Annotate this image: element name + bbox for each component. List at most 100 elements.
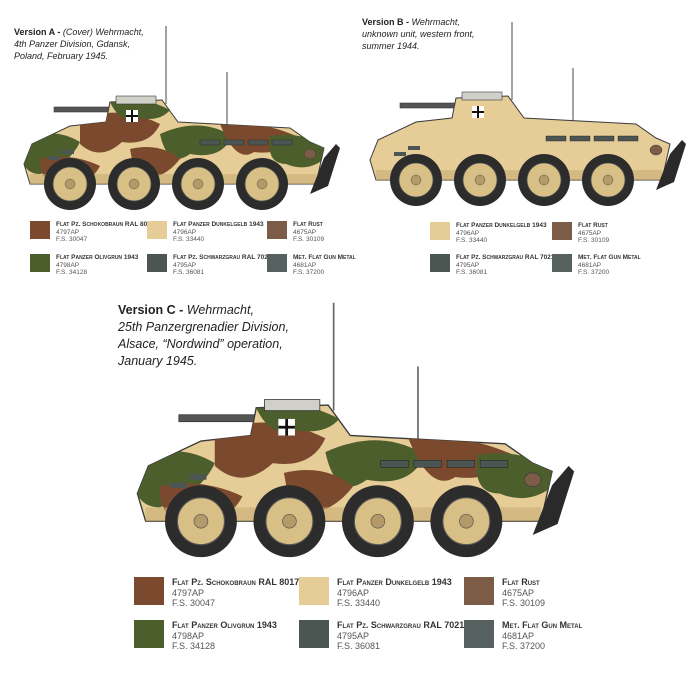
version-a-caption-line: 4th Panzer Division, Gdansk,	[14, 39, 131, 49]
gun-barrel	[399, 102, 461, 109]
color-swatch	[267, 254, 287, 272]
swatch-code: 4681AP	[293, 261, 317, 269]
vision-slit	[62, 150, 74, 154]
version-b-caption-line: unknown unit, western front,	[362, 29, 475, 39]
color-swatch	[430, 222, 450, 240]
camo-patch	[110, 100, 170, 120]
swatch-code: 4796AP	[173, 228, 197, 236]
wheel-center	[128, 178, 140, 190]
swatch-name: Flat Pz. Schokobraun RAL 8017	[56, 221, 155, 228]
swatch-code: 4681AP	[502, 630, 535, 641]
swatch-fs: F.S. 33440	[173, 236, 205, 243]
wheel-center	[410, 174, 422, 186]
color-swatch	[430, 254, 450, 272]
swatch-fs: F.S. 30047	[56, 236, 88, 243]
version-a-caption: Version A - (Cover) Wehrmacht, 4th Panze…	[14, 26, 144, 62]
swatch-name: Met. Flat Gun Metal	[293, 254, 356, 261]
camo-patch	[325, 440, 425, 487]
swatch-name: Flat Rust	[293, 221, 323, 228]
color-swatch	[147, 254, 167, 272]
wheel-center	[602, 174, 614, 186]
camo-patch	[24, 133, 80, 174]
version-a-caption-line: Poland, February 1945.	[14, 51, 109, 61]
version-a-vehicle-profile	[23, 26, 340, 210]
swatch-fs: F.S. 36081	[337, 641, 381, 651]
swatch-name: Flat Pz. Schokobraun RAL 8017	[172, 577, 300, 587]
front-mudguard	[532, 465, 575, 536]
swatch-fs: F.S. 37200	[578, 269, 610, 276]
balkenkreuz-insignia	[126, 115, 138, 117]
vision-slit	[189, 474, 207, 480]
version-c-caption-line: 25th Panzergrenadier Division,	[118, 320, 289, 334]
turret-hatch	[264, 399, 321, 412]
vision-slit	[223, 139, 245, 146]
version-b-caption-line: summer 1944.	[362, 41, 420, 51]
muffler	[524, 472, 542, 487]
color-swatch	[464, 577, 494, 605]
swatch-fs: F.S. 34128	[56, 269, 88, 276]
version-a-heading: Version A -	[14, 27, 61, 37]
gun-barrel	[53, 106, 115, 113]
swatch-fs: F.S. 34128	[172, 641, 216, 651]
swatch-name: Flat Panzer Dunkelgelb 1943	[173, 221, 264, 228]
balkenkreuz-insignia	[278, 425, 295, 429]
swatch-name: Met. Flat Gun Metal	[578, 254, 641, 261]
swatch-name: Flat Panzer Olivgrun 1943	[172, 620, 277, 630]
version-b-caption-line: Wehrmacht,	[411, 17, 460, 27]
vision-slit	[199, 139, 221, 146]
vision-slit	[247, 139, 269, 146]
camo-patch	[256, 405, 340, 432]
swatch-name: Flat Rust	[502, 577, 540, 587]
swatch-code: 4798AP	[172, 630, 205, 641]
front-mudguard	[656, 140, 686, 190]
version-c-caption-line: Wehrmacht,	[186, 303, 254, 317]
wheel-center	[64, 178, 76, 190]
balkenkreuz-insignia	[472, 111, 484, 113]
swatch-fs: F.S. 36081	[173, 269, 205, 276]
vision-slit	[170, 482, 188, 489]
swatch-code: 4675AP	[293, 228, 317, 236]
swatch-code: 4796AP	[456, 229, 480, 237]
wheel-center	[282, 513, 297, 529]
swatch-name: Met. Flat Gun Metal	[502, 620, 583, 630]
vision-slit	[271, 139, 293, 146]
swatch-code: 4795AP	[173, 261, 197, 269]
muffler	[649, 144, 663, 156]
swatch-code: 4795AP	[337, 630, 370, 641]
turret-hatch	[115, 95, 157, 105]
version-c-vehicle-profile	[136, 302, 575, 558]
swatch-fs: F.S. 36081	[456, 269, 488, 276]
vision-slit	[617, 135, 639, 142]
swatch-code: 4798AP	[56, 261, 80, 269]
vision-slit	[593, 135, 615, 142]
front-mudguard	[310, 144, 340, 194]
camo-patch	[160, 125, 232, 159]
swatch-name: Flat Panzer Olivgrun 1943	[56, 254, 139, 261]
version-b-caption: Version B - Wehrmacht, unknown unit, wes…	[362, 16, 475, 52]
wheel-center	[370, 513, 386, 529]
vision-slit	[446, 460, 475, 468]
vision-slit	[48, 156, 60, 160]
gun-barrel	[178, 414, 263, 423]
color-swatch	[267, 221, 287, 239]
turret-hatch	[461, 91, 503, 101]
swatch-code: 4796AP	[337, 587, 370, 598]
vision-slit	[394, 152, 406, 156]
version-c-caption-line: January 1945.	[118, 354, 198, 368]
swatch-fs: F.S. 33440	[337, 598, 381, 608]
color-swatch	[30, 254, 50, 272]
swatch-fs: F.S. 30109	[502, 598, 546, 608]
camo-patch	[137, 451, 215, 508]
wheel-center	[192, 178, 204, 190]
